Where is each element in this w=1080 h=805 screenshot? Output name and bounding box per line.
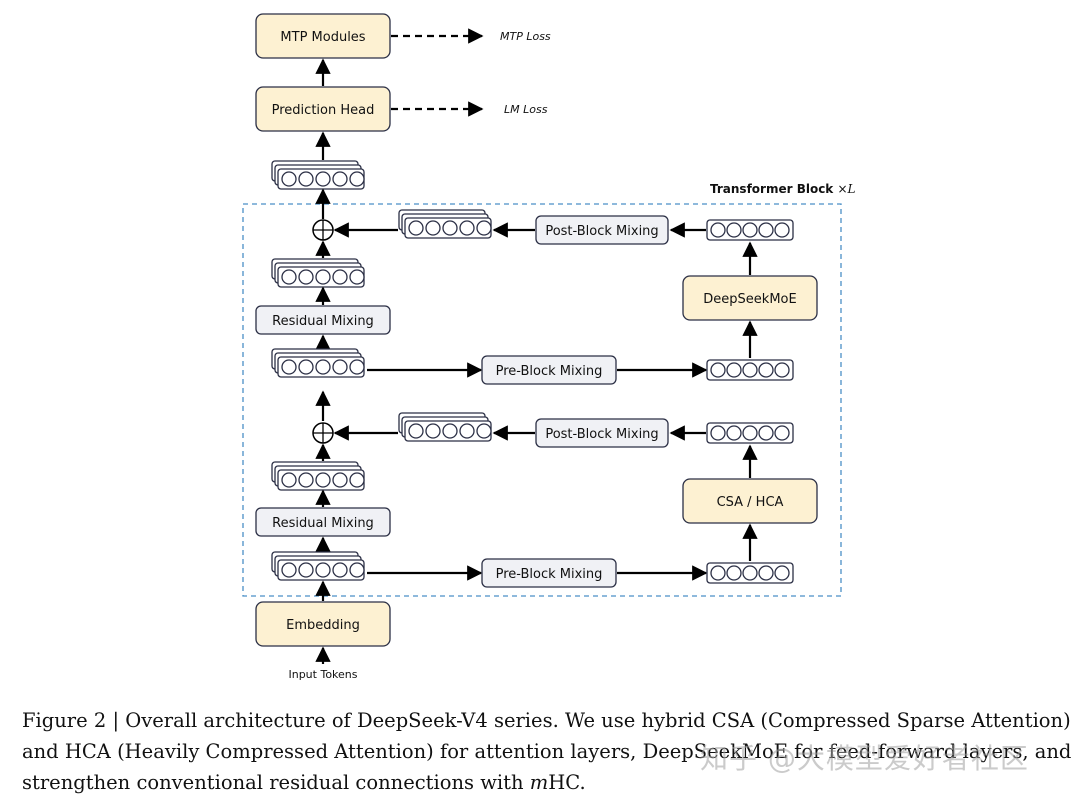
prediction-head-label: Prediction Head	[272, 103, 375, 118]
post-block-mixing-label-top: Post-Block Mixing	[545, 224, 658, 239]
transformer-block-frame	[242, 203, 842, 597]
pre-block-mixing-box-upper	[481, 355, 617, 385]
post-block-mixing-box-bottom	[535, 418, 669, 448]
lm-loss-label: LM Loss	[504, 103, 548, 116]
output-vector-stack	[271, 160, 365, 190]
pre-block-mixing-label-lower: Pre-Block Mixing	[496, 567, 603, 582]
residual-mixing-label-upper: Residual Mixing	[272, 314, 374, 329]
post-block-mixing-box-top	[535, 215, 669, 245]
post-block-vector-stack-top	[398, 209, 492, 239]
moe-output-vector	[706, 219, 794, 241]
prediction-head-box	[255, 86, 391, 132]
attention-input-vector	[706, 562, 794, 584]
csa-hca-label: CSA / HCA	[717, 495, 784, 510]
pre-block-mixing-box-lower	[481, 558, 617, 588]
residual-vector-stack-lower	[271, 461, 365, 491]
architecture-diagram: Transformer Block ×L MTP Modules MTP Los…	[242, 13, 856, 681]
residual-mixing-label-lower: Residual Mixing	[272, 516, 374, 531]
embedding-box	[255, 601, 391, 647]
mtp-modules-box	[255, 13, 391, 59]
pre-block-mixing-label-upper: Pre-Block Mixing	[496, 364, 603, 379]
post-block-vector-stack-bottom	[398, 412, 492, 442]
block-input-vector-stack-upper	[271, 348, 365, 378]
mtp-modules-label: MTP Modules	[280, 30, 365, 45]
figure-caption: Figure 2 | Overall architecture of DeepS…	[22, 709, 1072, 794]
deepseek-moe-label: DeepSeekMoE	[703, 292, 796, 307]
residual-mixing-box-lower	[255, 507, 391, 537]
transformer-block-title: Transformer Block ×L	[710, 182, 856, 196]
block-input-vector-stack-lower	[271, 551, 365, 581]
residual-mixing-box-upper	[255, 305, 391, 335]
residual-vector-stack-upper	[271, 258, 365, 288]
csa-hca-box	[682, 478, 818, 524]
input-tokens-label: Input Tokens	[288, 668, 357, 681]
mtp-loss-label: MTP Loss	[500, 30, 551, 43]
embedding-label: Embedding	[286, 618, 360, 633]
watermark: 知乎 @大模型爱好者社区	[700, 742, 1029, 775]
post-block-mixing-label-bottom: Post-Block Mixing	[545, 427, 658, 442]
moe-input-vector	[706, 359, 794, 381]
deepseek-moe-box	[682, 275, 818, 321]
attention-output-vector	[706, 422, 794, 444]
